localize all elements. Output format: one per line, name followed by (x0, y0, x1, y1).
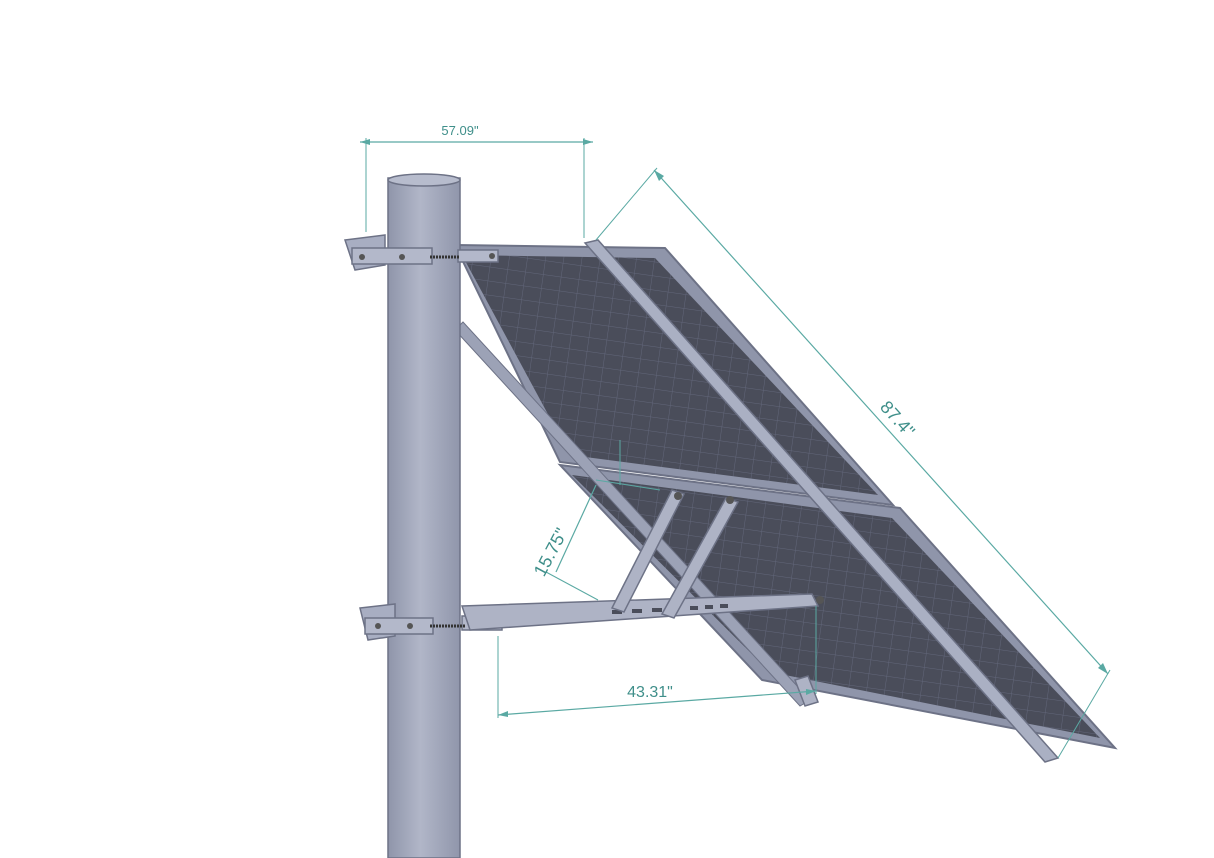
top-width-label: 57.09" (441, 123, 479, 138)
upper-solar-panel (453, 242, 896, 507)
panel-length-label: 87.4" (876, 397, 919, 441)
arm-length-label: 43.31" (627, 684, 673, 701)
dimension-arm-length: 43.31" (497, 606, 817, 718)
mounting-pole (387, 173, 461, 858)
horizontal-support-arm (460, 593, 820, 631)
dimension-top-width: 57.09" (360, 123, 593, 238)
top-pole-clamp (343, 234, 499, 271)
